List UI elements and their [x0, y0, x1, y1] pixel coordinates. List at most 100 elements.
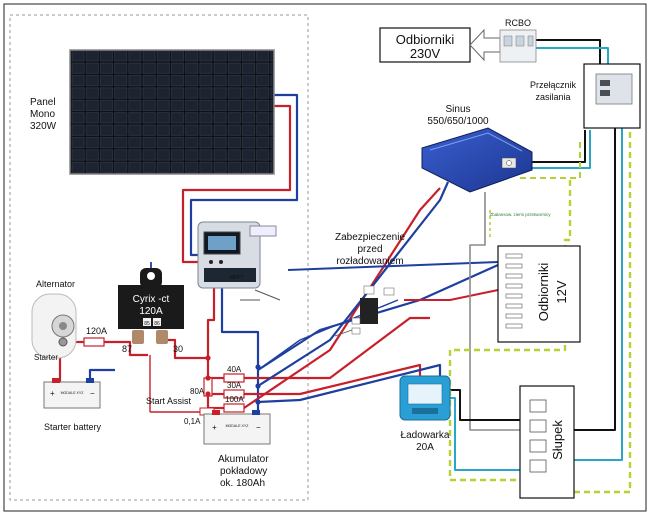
- wire-pe-switch: [574, 90, 632, 494]
- shore-post-sockets: [529, 399, 547, 473]
- loads-12v-label-2: 12V: [554, 280, 569, 303]
- wire-inv-switch-l: [512, 130, 586, 163]
- protection-terminal-right: [383, 287, 395, 296]
- charger-vent: [412, 408, 438, 414]
- aux-battery-label-3: ok. 180Ah: [220, 478, 265, 489]
- junction-dot-5: [255, 383, 261, 389]
- cyrix-terminal-86: [153, 318, 161, 326]
- wire-solar-negative: [189, 93, 299, 257]
- wire-cyrix-bus: [162, 338, 208, 360]
- cyrix-lug-30: [156, 330, 168, 344]
- loads-230v-label-1: Odbiorniki: [396, 32, 455, 47]
- shore-post: Słupek: [519, 385, 575, 499]
- cyrix-85: 85: [144, 321, 150, 327]
- wire-solar-positive: [181, 104, 292, 264]
- aux-battery-plus: +: [212, 423, 217, 432]
- junction-dot-2: [205, 375, 211, 381]
- loads-12v-fuse-strip: [505, 253, 523, 329]
- starter-battery-label: Starter battery: [44, 422, 102, 432]
- panel-label-3: 320W: [30, 121, 57, 132]
- mppt-controller: MPPT: [197, 221, 281, 301]
- power-switch: Przełącznik zasilania: [530, 63, 641, 129]
- panel-label-2: Mono: [30, 109, 55, 120]
- sinus-label-1: Sinus: [445, 104, 470, 115]
- mppt-terminals: [204, 268, 256, 282]
- aux-battery-minus: −: [256, 423, 261, 432]
- mppt-button-2: [219, 260, 223, 264]
- switch-led-1: [600, 80, 610, 86]
- cyrix-86: 86: [154, 321, 160, 327]
- wire-mppt-positive: [206, 288, 216, 360]
- panel-label-1: Panel: [30, 97, 56, 108]
- wire-neg-charger: [257, 363, 442, 404]
- junction-dot-1: [205, 355, 211, 361]
- wire-switch-rcbo-n: [536, 47, 609, 64]
- wire-alt-cyrix: [104, 340, 148, 357]
- shore-post-box: [519, 385, 575, 499]
- fuse-120a: [83, 337, 105, 347]
- inverter-socket-hole: [506, 160, 512, 166]
- loads-12v: Odbiorniki 12V: [497, 245, 581, 343]
- wire-switch-stupek-n: [574, 128, 623, 461]
- wire-mppt-negative: [220, 288, 260, 367]
- arrow-left-icon: [469, 28, 501, 62]
- protection-terminal-left: [351, 317, 361, 325]
- protection-lead: [334, 329, 353, 337]
- solar-panel-cells: [69, 49, 275, 175]
- aux-battery-body: [203, 413, 271, 445]
- switch-label-2: zasilania: [535, 92, 570, 102]
- loads-230v-label-2: 230V: [410, 46, 441, 61]
- fuse-120a-label: 120A: [86, 326, 107, 336]
- starter-battery-minus: −: [90, 389, 95, 398]
- outer-border: [3, 3, 647, 512]
- charger-label-1: Ładowarka: [401, 430, 450, 441]
- cyrix-relay: Cyrix -ct 120A 85 86 87 30: [118, 268, 184, 354]
- starter-battery-body: [43, 381, 101, 409]
- cyrix-lug-87: [132, 330, 144, 344]
- switch-label-1: Przełącznik: [530, 80, 577, 90]
- wire-protection-out: [404, 289, 499, 301]
- fuse-40a-label: 40A: [227, 365, 242, 374]
- starter-battery-plus: +: [50, 389, 55, 398]
- rcbo: RCBO: [499, 18, 537, 63]
- rcbo-lever-3: [527, 35, 534, 47]
- inverter-ridge: [429, 132, 523, 152]
- aux-battery-neg-terminal: [252, 410, 260, 415]
- cyrix-terminal-85: [143, 318, 151, 326]
- charger-panel: [407, 383, 443, 405]
- cyrix-label-2: 120A: [139, 306, 163, 317]
- switch-led-2: [600, 90, 610, 96]
- junction-dot-3: [205, 391, 211, 397]
- alternator: Alternator Starter: [31, 279, 77, 362]
- wire-inv-pe: [520, 140, 581, 179]
- wire-inv-switch-n: [512, 130, 591, 169]
- cyrix-label-1: Cyrix -ct: [133, 294, 170, 305]
- wire-neg-inverter: [257, 181, 450, 387]
- alternator-starter: Starter: [34, 353, 58, 362]
- wire-charger-l: [450, 389, 520, 421]
- sinus-label-2: 550/650/1000: [427, 116, 489, 127]
- aux-battery-plate: MODULE XYZ: [226, 424, 250, 428]
- loads-230v-box: [379, 27, 471, 63]
- starter-battery-plate: MODULE XYZ: [61, 391, 85, 395]
- loads-230v: Odbiorniki 230V: [379, 27, 501, 63]
- fuse-01a-label: 0,1A: [184, 417, 201, 426]
- shore-post-label: Słupek: [550, 420, 565, 460]
- wire-switch-stupek-l: [574, 128, 616, 431]
- rcbo-lever-2: [515, 35, 525, 47]
- alternator-title: Alternator: [36, 279, 75, 289]
- wire-30-to-charger: [244, 363, 422, 396]
- charger: Ładowarka 20A: [399, 375, 451, 453]
- aux-battery-label-1: Akumulator: [218, 454, 269, 465]
- protection-terminal-top: [363, 285, 375, 295]
- solar-panel: Panel Mono 320W: [30, 49, 275, 175]
- wire-loads12-feed: [287, 261, 499, 271]
- wire-grey: [469, 192, 520, 431]
- mppt-badge: MPPT: [230, 275, 244, 281]
- starter-battery-pos-terminal: [52, 378, 60, 383]
- loads-12v-label-1: Odbiorniki: [536, 263, 551, 322]
- aux-battery: + − MODULE XYZ Akumulator pokładowy ok. …: [203, 410, 271, 489]
- wire-100-to-inverter: [243, 187, 441, 409]
